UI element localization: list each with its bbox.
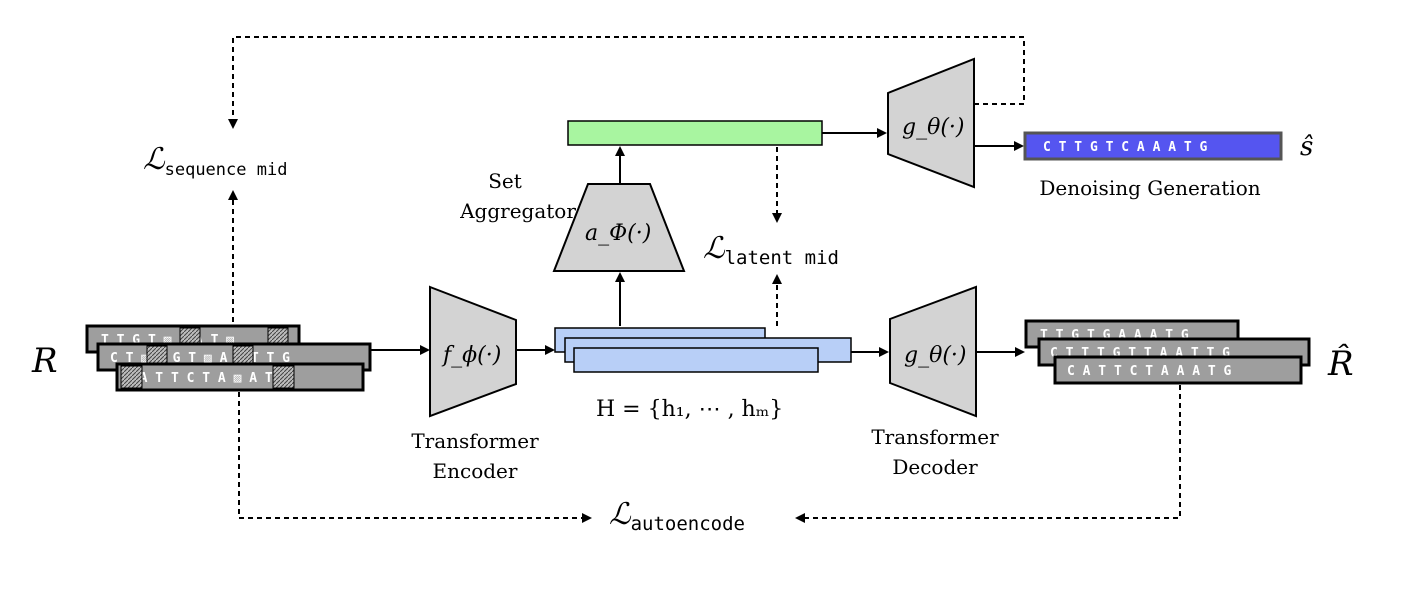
aggregator-symbol: a_Φ(·) [585, 221, 651, 246]
loss-autoencode: ℒautoencode [609, 497, 745, 535]
input-symbol: R [31, 341, 58, 381]
bottom-decoder-caption-2: Decoder [892, 455, 978, 479]
latent-stack [554, 327, 852, 373]
latent-formula: H = {h₁, ⋯ , hₘ} [596, 397, 783, 422]
output-read-3 [1053, 355, 1303, 385]
input-read-3 [115, 362, 365, 392]
reconstruction-symbol: R̂ [1327, 343, 1354, 384]
loss-sequence-base: ℒ [143, 142, 166, 177]
encoder-caption-1: Transformer [411, 429, 539, 453]
top-decoder-symbol: g_θ(·) [902, 115, 965, 140]
output-read-3-text: C A T T C T A A A T G [1067, 364, 1232, 379]
denoising-caption: Denoising Generation [1039, 176, 1260, 200]
dashed-arrow-outputs-to-autoencode-loss [795, 385, 1181, 523]
bottom-decoder-symbol: g_θ(·) [904, 343, 967, 368]
aggregated-vector [567, 120, 823, 146]
aggregator-block [552, 183, 686, 272]
bottom-decoder-caption-1: Transformer [871, 425, 999, 449]
aggregator-caption-2: Aggregator [459, 199, 576, 223]
dashed-arrow-generation-to-sequence-loss [228, 36, 1025, 129]
loss-autoencode-sub: autoencode [631, 513, 745, 535]
denoised-sequence-text: C T T G T C A A A T G [1043, 140, 1208, 155]
bottom-decoder-block [889, 285, 977, 418]
input-read-3-text: ▨ A T T C T A ▨ A T G [124, 371, 289, 386]
top-decoder-block [887, 57, 975, 189]
dashed-arrow-inputs-to-autoencode-loss [238, 392, 592, 523]
loss-autoencode-base: ℒ [609, 497, 632, 532]
loss-latent-base: ℒ [703, 231, 726, 266]
loss-latent: ℒlatent mid [703, 231, 839, 269]
masked-token [272, 365, 295, 389]
output-reads: T T G T G A A A T G C T T T G T T A A T … [1024, 319, 1311, 385]
encoder-symbol: f_ϕ(·) [441, 343, 501, 368]
loss-sequence-sub: sequence mid [165, 160, 288, 180]
masked-token [120, 365, 143, 389]
loss-sequence: ℒsequence mid [143, 142, 287, 180]
loss-latent-sub: latent mid [725, 247, 839, 269]
encoder-block [429, 285, 517, 418]
denoised-symbol: ŝ [1300, 132, 1313, 162]
input-reads: T T G T ▨ A A T ▨ C T ▨ T G T ▨ A A T T … [85, 324, 372, 392]
encoder-caption-2: Encoder [433, 459, 518, 483]
latent-vector-3 [573, 347, 819, 373]
aggregator-caption-1: Set [488, 169, 522, 193]
denoised-sequence [1023, 131, 1283, 161]
